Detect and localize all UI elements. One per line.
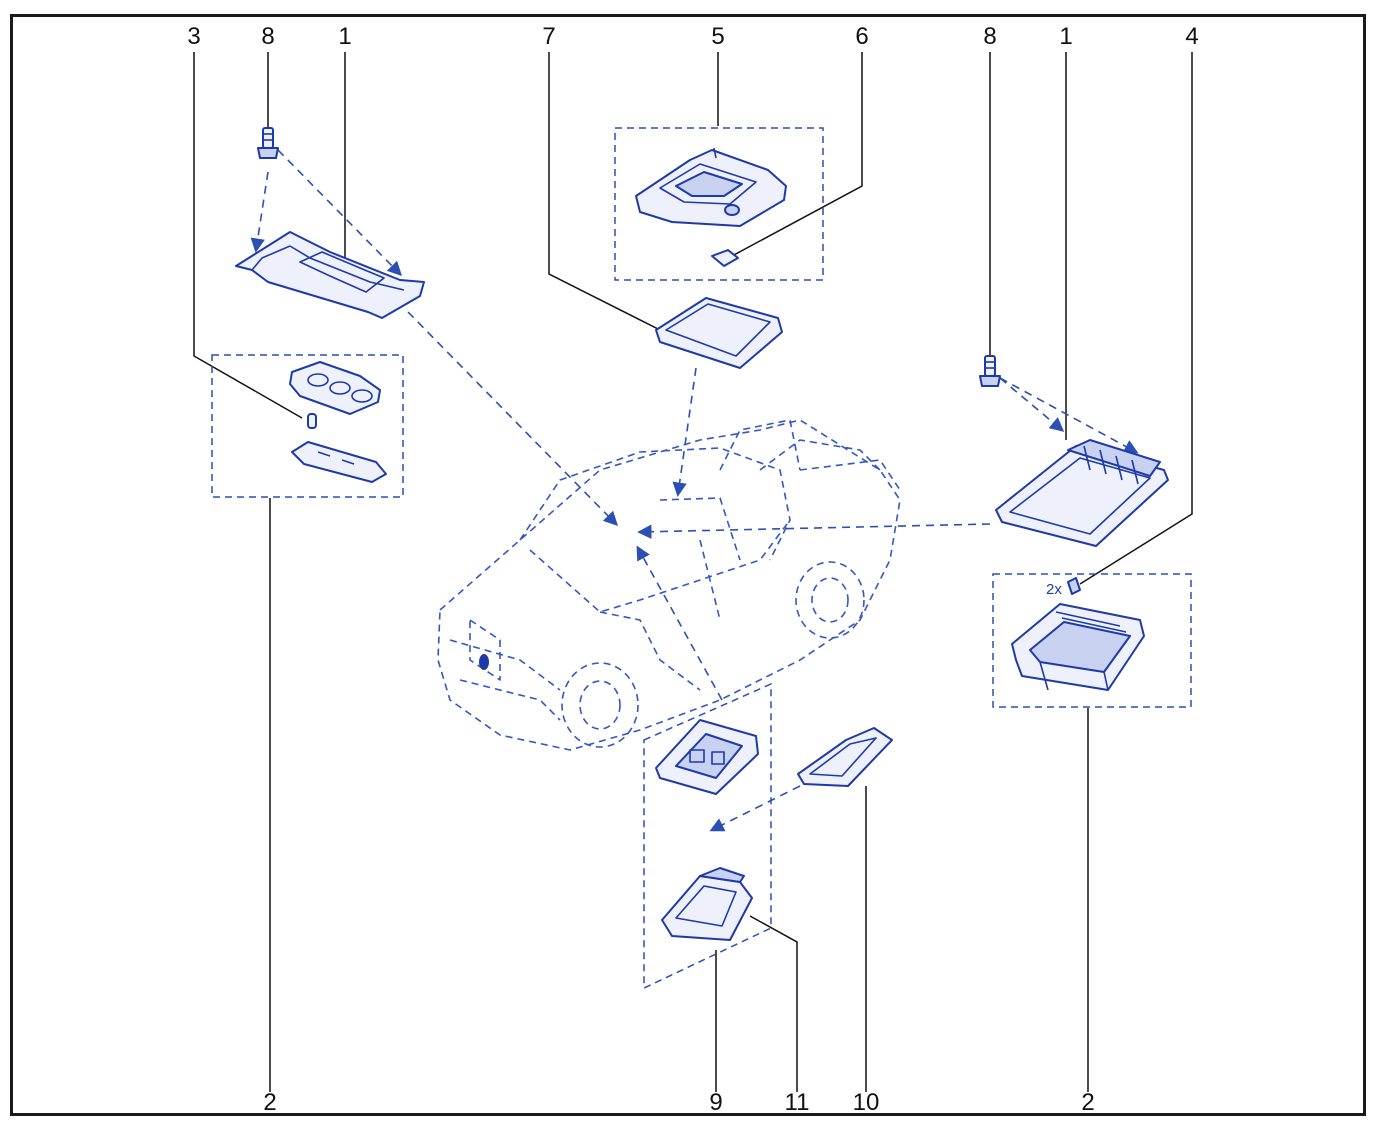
callout-8-top-left: 8 <box>261 23 274 50</box>
callout-6-top: 6 <box>855 23 868 50</box>
lamp-lens-left <box>291 441 387 483</box>
overhead-console-right <box>1011 603 1145 691</box>
bolt-part-8-right <box>979 355 1001 387</box>
callout-3-top: 3 <box>187 23 200 50</box>
lens-plate-part-7 <box>655 297 783 369</box>
lamp-housing-bottom <box>655 719 759 795</box>
group-box-bottom-lamp <box>643 682 772 990</box>
callout-2-bottom-left: 2 <box>263 1089 276 1116</box>
group-box-left-lamp <box>211 354 404 498</box>
quantity-note-2x: 2x <box>1046 581 1062 598</box>
lens-part-10 <box>797 727 893 787</box>
bulb-part-6 <box>711 249 739 267</box>
overhead-console-part-5 <box>635 147 787 227</box>
callout-1-top-right: 1 <box>1059 23 1072 50</box>
group-box-right-console <box>992 573 1192 708</box>
bulb-part-3 <box>307 413 317 429</box>
assembly-arrows <box>250 149 1139 832</box>
leader-lines <box>193 52 1193 1092</box>
callout-5-top: 5 <box>711 23 724 50</box>
callout-9-bottom: 9 <box>709 1089 722 1116</box>
bracket-part-1-left <box>235 231 425 319</box>
callout-7-top: 7 <box>542 23 555 50</box>
callout-8-top-right: 8 <box>983 23 996 50</box>
callout-4-top: 4 <box>1185 23 1198 50</box>
frame-part-1-right <box>995 439 1169 547</box>
lamp-cover-part-11 <box>661 867 753 941</box>
vehicle-outline <box>437 419 901 751</box>
callout-10-bottom: 10 <box>853 1089 880 1116</box>
bolt-part-8-left <box>257 127 279 159</box>
callout-11-bottom: 11 <box>785 1089 810 1116</box>
callout-1-top-left: 1 <box>338 23 351 50</box>
lamp-housing-left <box>289 361 381 415</box>
callout-2-bottom-right: 2 <box>1081 1089 1094 1116</box>
clip-part-4 <box>1067 577 1081 595</box>
vehicle-emblem <box>479 654 489 670</box>
